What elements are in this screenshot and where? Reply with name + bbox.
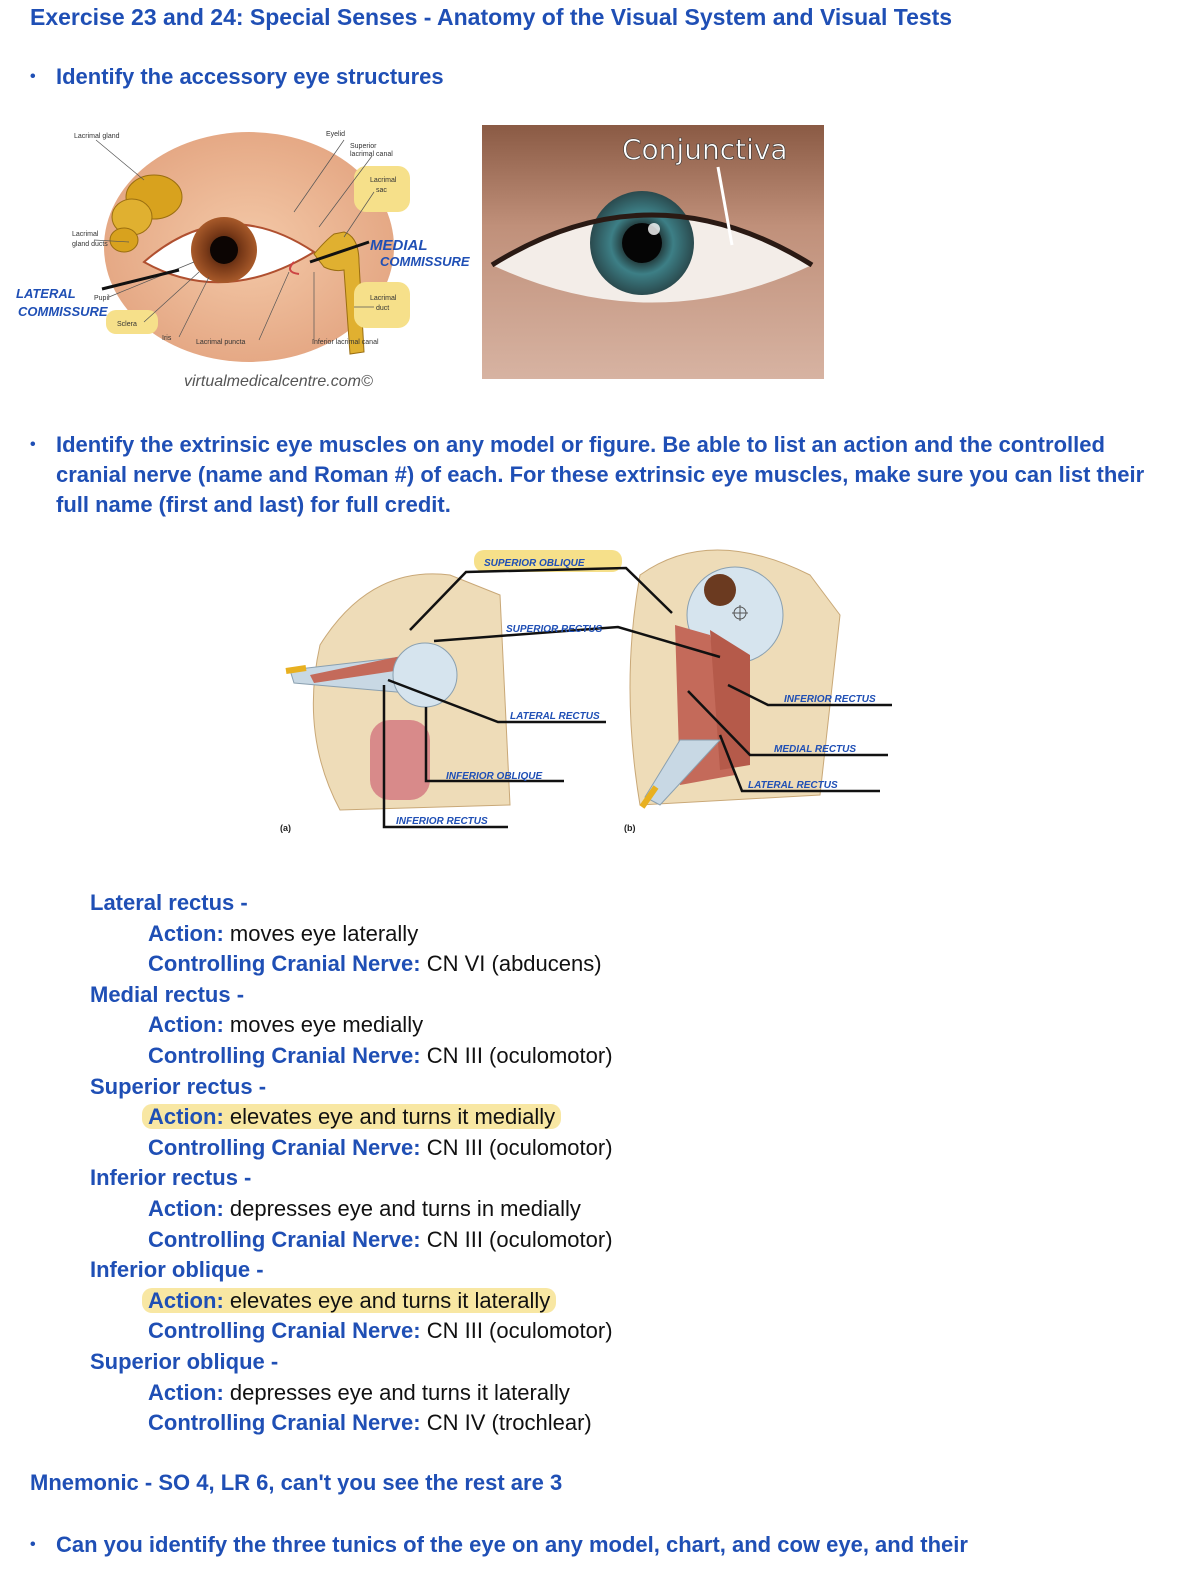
bullet-accessory: • Identify the accessory eye structures	[30, 62, 444, 92]
label-lacrimal-sac-2: sac	[376, 187, 387, 194]
lacrimal-gland-shape	[109, 174, 183, 253]
label-lateral-rectus-b: LATERAL RECTUS	[748, 780, 838, 791]
label-inferior-rectus-b: INFERIOR RECTUS	[784, 694, 876, 705]
handwritten-lateral-2: COMMISSURE	[18, 304, 108, 319]
handwritten-medial-2: COMMISSURE	[380, 254, 470, 269]
label-inferior-canal: Inferior lacrimal canal	[312, 339, 379, 346]
label-superior-canal-1: Superior	[350, 143, 377, 150]
muscle-list: Lateral rectus - Action: moves eye later…	[90, 888, 613, 1439]
handwritten-medial-1: MEDIAL	[370, 237, 428, 254]
highlight-mark: Action: elevates eye and turns it latera…	[142, 1287, 557, 1313]
label-superior-canal-2: lacrimal canal	[350, 151, 393, 158]
label-lacrimal-sac-1: Lacrimal	[370, 177, 397, 184]
muscle-medial-rectus: Medial rectus - Action: moves eye medial…	[90, 981, 613, 1068]
highlight-mark: Action: elevates eye and turns it medial…	[142, 1104, 562, 1130]
conjunctiva-photo: Conjunctiva	[482, 125, 824, 379]
label-eyelid: Eyelid	[326, 131, 345, 138]
page-title: Exercise 23 and 24: Special Senses - Ana…	[30, 4, 953, 30]
credit-text: virtualmedicalcentre.com©	[184, 373, 373, 390]
label-lacrimal-duct-2: duct	[376, 305, 389, 312]
label-superior-oblique: SUPERIOR OBLIQUE	[484, 558, 585, 569]
bullet-dot-icon: •	[30, 1536, 36, 1553]
label-gland-ducts-2: gland ducts	[72, 241, 108, 248]
label-lacrimal-duct-1: Lacrimal	[370, 295, 397, 302]
bullet-dot-icon: •	[30, 436, 36, 453]
bullet-tunics: • Can you identify the three tunics of t…	[30, 1530, 1170, 1560]
conjunctiva-label: Conjunctiva	[622, 133, 788, 166]
label-pupil: Pupil	[94, 295, 110, 302]
label-superior-rectus: SUPERIOR RECTUS	[506, 624, 602, 635]
bullet-extrinsic: • Identify the extrinsic eye muscles on …	[30, 432, 1145, 517]
label-inferior-rectus: INFERIOR RECTUS	[396, 816, 488, 827]
muscle-superior-rectus: Superior rectus - Action: elevates eye a…	[90, 1073, 613, 1160]
muscle-lateral-rectus: Lateral rectus - Action: moves eye later…	[90, 890, 602, 977]
muscle-inferior-oblique: Inferior oblique - Action: elevates eye …	[90, 1257, 613, 1344]
muscle-superior-oblique: Superior oblique - Action: depresses eye…	[90, 1348, 592, 1436]
label-gland-ducts-1: Lacrimal	[72, 231, 99, 238]
handwritten-lateral-1: LATERAL	[16, 286, 76, 301]
mnemonic-text: Mnemonic - SO 4, LR 6, can't you see the…	[30, 1470, 563, 1495]
label-lacrimal-gland: Lacrimal gland	[74, 133, 120, 140]
bullet-dot-icon: •	[30, 68, 36, 85]
label-lacrimal-puncta: Lacrimal puncta	[196, 339, 246, 346]
label-sclera: Sclera	[117, 321, 137, 328]
panel-b-label: (b)	[624, 823, 636, 833]
extrinsic-muscles-figure: SUPERIOR OBLIQUE SUPERIOR RECTUS LATERAL…	[280, 549, 892, 833]
label-inferior-oblique: INFERIOR OBLIQUE	[446, 771, 542, 782]
label-iris: Iris	[162, 335, 172, 342]
panel-a-label: (a)	[280, 823, 291, 833]
lacrimal-apparatus-figure: Lacrimal gland Eyelid Superior lacrimal …	[16, 131, 470, 390]
muscle-inferior-rectus: Inferior rectus - Action: depresses eye …	[90, 1165, 613, 1252]
label-lateral-rectus-a: LATERAL RECTUS	[510, 711, 600, 722]
label-medial-rectus: MEDIAL RECTUS	[774, 744, 856, 755]
